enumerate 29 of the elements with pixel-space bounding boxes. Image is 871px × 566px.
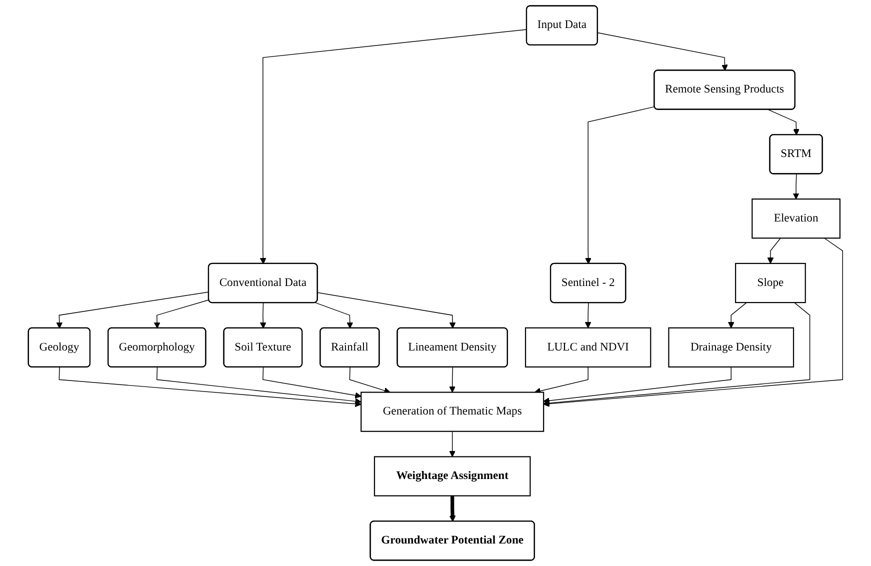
arrow	[262, 366, 362, 398]
arrow	[349, 366, 390, 394]
node-box: LULC and NDVI	[524, 327, 652, 368]
arrow	[154, 300, 210, 329]
arrow	[543, 302, 810, 406]
arrow	[584, 302, 592, 328]
arrow	[449, 431, 456, 457]
arrow	[792, 174, 800, 200]
arrow	[449, 496, 456, 522]
arrow	[585, 106, 655, 264]
arrow	[767, 238, 781, 264]
node-box: Weightage Assignment	[374, 456, 531, 496]
arrow	[156, 366, 362, 404]
arrow	[597, 32, 728, 71]
node-box: Elevation	[752, 198, 840, 239]
arrow	[543, 238, 843, 407]
arrow	[317, 292, 456, 329]
arrow	[543, 366, 732, 404]
arrow	[58, 366, 362, 408]
arrow	[728, 302, 747, 328]
arrow	[449, 366, 456, 393]
arrow	[56, 292, 210, 329]
arrow	[768, 109, 800, 136]
node-box: Slope	[735, 262, 806, 304]
node-box: Generation of Thematic Maps	[360, 392, 544, 432]
arrow	[260, 29, 528, 264]
arrow	[260, 302, 266, 329]
node-box: Drainage Density	[668, 327, 794, 368]
arrow	[314, 302, 354, 329]
